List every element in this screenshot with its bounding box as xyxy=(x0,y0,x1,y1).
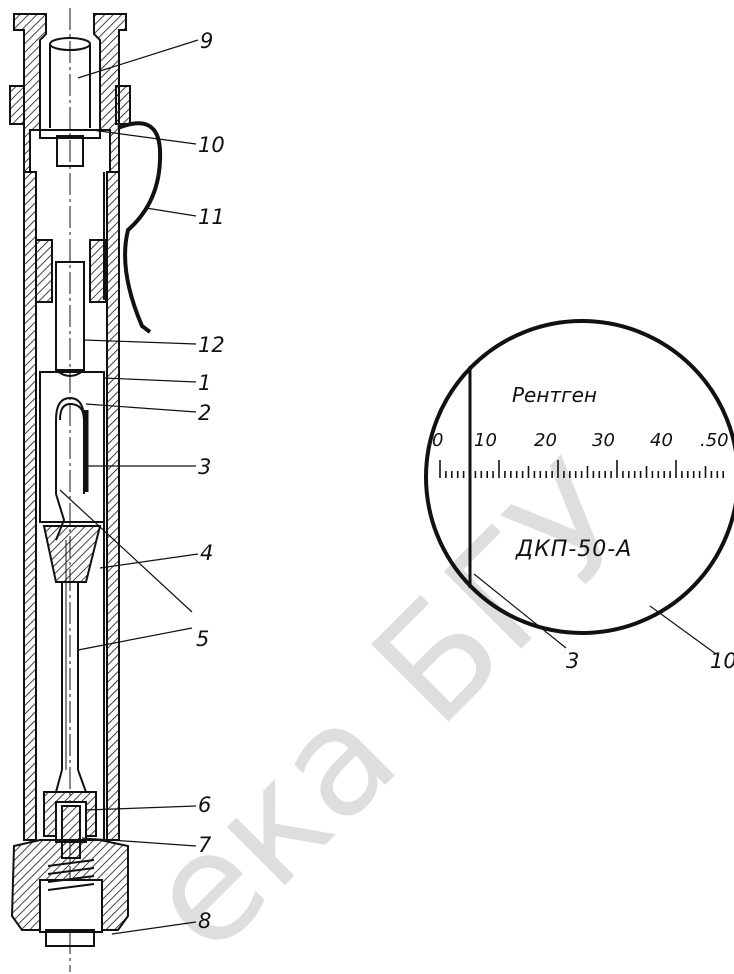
callout-6: 6 xyxy=(198,793,211,817)
view-label-10: 10 xyxy=(710,649,734,673)
watermark: ека БГУ xyxy=(112,432,665,974)
dosimeter-section xyxy=(9,8,163,972)
callout-1: 1 xyxy=(198,371,211,395)
callout-9: 9 xyxy=(200,29,213,53)
scale-ticks xyxy=(439,460,725,478)
scale-num-50: .50 xyxy=(700,430,729,451)
cap-plug xyxy=(56,135,84,167)
scale-num-30: 30 xyxy=(592,430,615,451)
cap-right xyxy=(93,13,127,173)
eyepiece-view: Рентген 0 10 20 30 40 .50 ДКП-50-А 3 10 xyxy=(424,319,734,673)
body-wall-right xyxy=(106,171,120,841)
cap-left xyxy=(13,13,47,173)
callout-labels: 9 10 11 12 1 2 3 4 5 6 7 8 xyxy=(196,29,225,933)
callout-10: 10 xyxy=(198,133,225,157)
cap-thread-right xyxy=(115,85,131,125)
scale-unit: Рентген xyxy=(512,383,597,407)
callout-12: 12 xyxy=(198,333,225,357)
ion-chamber xyxy=(39,371,105,523)
callout-11: 11 xyxy=(198,205,225,229)
callout-2: 2 xyxy=(198,401,211,425)
callout-8: 8 xyxy=(198,909,211,933)
scale-num-20: 20 xyxy=(534,430,557,451)
callout-7: 7 xyxy=(198,833,212,857)
watermark-text: ека БГУ xyxy=(112,432,665,974)
callout-4: 4 xyxy=(200,541,213,565)
scale-num-40: 40 xyxy=(650,430,673,451)
view-label-3: 3 xyxy=(566,649,579,673)
callout-5: 5 xyxy=(196,627,209,651)
callout-3: 3 xyxy=(198,455,211,479)
body-wall-left xyxy=(23,171,37,841)
cap-floor xyxy=(39,129,101,139)
insulator xyxy=(42,525,102,583)
cap-thread-left xyxy=(9,85,25,125)
scale-num-0: 0 xyxy=(432,430,443,451)
pocket-clip xyxy=(117,121,163,334)
scale-num-10: 10 xyxy=(474,430,497,451)
leader-lines xyxy=(59,39,199,935)
model-label: ДКП-50-А xyxy=(515,537,632,562)
view-circle xyxy=(424,319,734,635)
scale-numbers: 0 10 20 30 40 .50 xyxy=(432,430,729,451)
